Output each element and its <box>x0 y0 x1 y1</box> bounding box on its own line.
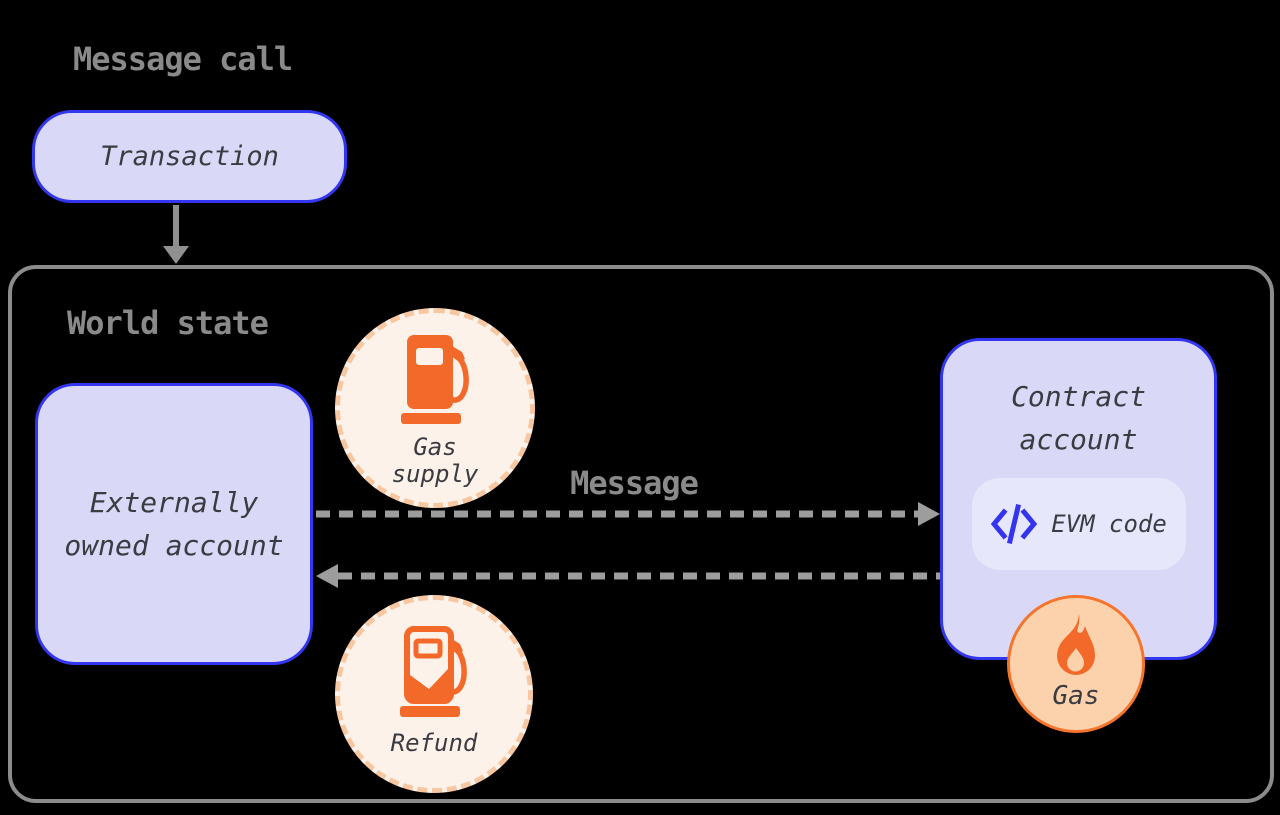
world-state-label: World state <box>67 304 269 342</box>
arrow-down-icon <box>163 205 189 264</box>
code-icon <box>991 503 1038 545</box>
contract-label-line2: account <box>1019 423 1138 456</box>
eoa-label-line1: Externally <box>89 486 259 519</box>
contract-account-title: Contract account <box>1011 341 1146 461</box>
diagram-title: Message call <box>73 40 293 78</box>
evm-code-pill: EVM code <box>972 478 1186 570</box>
fire-icon <box>1057 614 1095 675</box>
gas-supply-badge: Gas supply <box>335 308 535 508</box>
gas-label: Gas <box>1052 681 1100 711</box>
gas-badge: Gas <box>1007 595 1145 733</box>
eoa-label-line2: owned account <box>64 529 284 562</box>
transaction-node: Transaction <box>32 110 347 203</box>
gas-supply-label-line1: Gas <box>413 433 457 461</box>
gas-supply-label-line2: supply <box>391 460 479 488</box>
fuel-pump-refund-icon <box>400 626 467 717</box>
contract-label-line1: Contract <box>1011 380 1146 413</box>
message-arrow-label: Message <box>570 464 699 502</box>
world-state-container <box>8 265 1274 803</box>
externally-owned-account-node: Externally owned account <box>35 383 313 665</box>
fuel-pump-icon <box>401 335 469 424</box>
dashed-arrow-left-icon <box>316 564 942 588</box>
transaction-label: Transaction <box>100 141 279 172</box>
refund-label: Refund <box>390 729 478 757</box>
evm-code-label: EVM code <box>1051 510 1167 538</box>
refund-badge: Refund <box>335 595 533 793</box>
dashed-arrow-right-icon <box>316 502 940 526</box>
